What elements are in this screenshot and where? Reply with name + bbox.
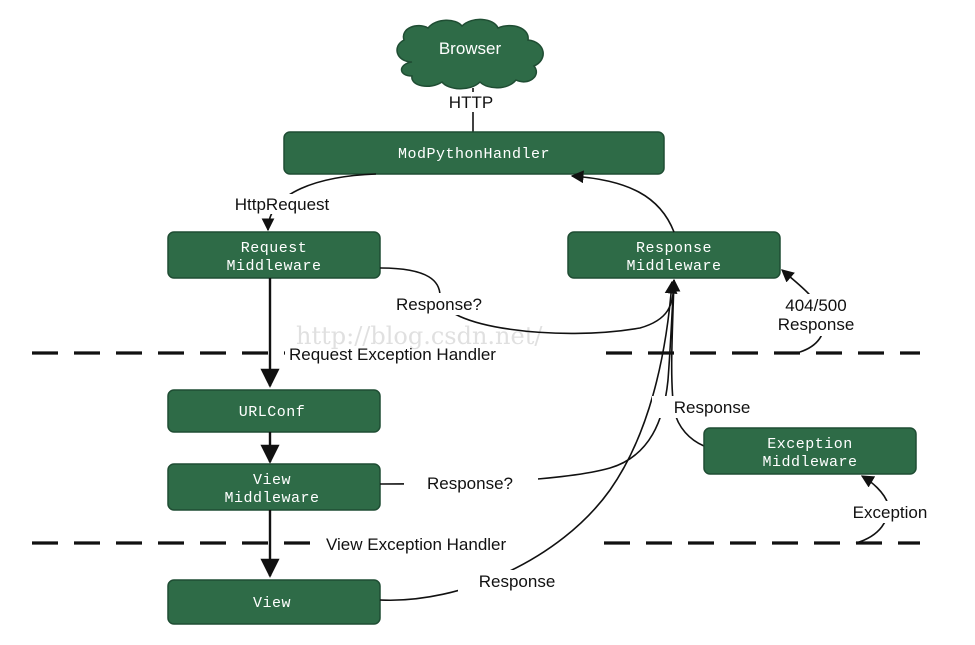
exception-middleware-response-edge bbox=[670, 281, 705, 447]
error-response-label-bg bbox=[758, 294, 876, 336]
error-response-label-line2: Response bbox=[778, 315, 855, 334]
http-label: HTTP bbox=[449, 93, 493, 112]
view-box bbox=[167, 579, 381, 625]
cloud-shape bbox=[396, 18, 544, 90]
modpythonhandler-node: ModPythonHandler bbox=[283, 131, 665, 175]
request-middleware-box bbox=[167, 231, 381, 279]
modpythonhandler-box bbox=[283, 131, 665, 175]
exception-label: Exception bbox=[853, 503, 928, 522]
view-node: View bbox=[167, 579, 381, 625]
response-mid-label: Response bbox=[674, 398, 751, 417]
request-response-shortcut-edge bbox=[379, 267, 681, 335]
response-q2-label-bg bbox=[404, 472, 538, 494]
request-middleware-label-line1: Request bbox=[241, 240, 308, 257]
response-mid-label-bg bbox=[652, 396, 772, 418]
view-exception-handler-label: View Exception Handler bbox=[326, 535, 507, 554]
response-to-handler-edge bbox=[570, 170, 675, 233]
exception-middleware-label-line2: Middleware bbox=[762, 454, 857, 471]
exception-middleware-label-line1: Exception bbox=[767, 436, 853, 453]
browser-label: Browser bbox=[439, 39, 502, 58]
exception-middleware-box bbox=[703, 427, 917, 475]
view-middleware-node: View Middleware bbox=[167, 463, 381, 511]
modpythonhandler-label: ModPythonHandler bbox=[398, 146, 550, 163]
request-middleware-label-line2: Middleware bbox=[226, 258, 321, 275]
view-middleware-label-line1: View bbox=[253, 472, 291, 489]
response-q2-label: Response? bbox=[427, 474, 513, 493]
http-label-bg bbox=[438, 92, 504, 112]
watermark: http://blog.csdn.net/ bbox=[296, 322, 543, 350]
response-view-label: Response bbox=[479, 572, 556, 591]
view-response-edge bbox=[379, 280, 678, 602]
request-exception-handler-label: Request Exception Handler bbox=[289, 345, 496, 364]
view-middleware-label-line2: Middleware bbox=[224, 490, 319, 507]
exception-middleware-node: Exception Middleware bbox=[703, 427, 917, 475]
response-q1-label-bg bbox=[372, 293, 506, 315]
error-response-label-line1: 404/500 bbox=[785, 296, 846, 315]
exception-label-bg bbox=[832, 501, 948, 523]
response-view-label-bg bbox=[458, 570, 576, 592]
browser-node: Browser bbox=[396, 18, 544, 90]
urlconf-node: URLConf bbox=[167, 389, 381, 433]
view-middleware-box bbox=[167, 463, 381, 511]
httprequest-edge bbox=[261, 173, 377, 232]
response-middleware-node: Response Middleware bbox=[567, 231, 781, 279]
response-middleware-label-line2: Middleware bbox=[626, 258, 721, 275]
httprequest-label-bg bbox=[208, 194, 356, 214]
urlconf-box bbox=[167, 389, 381, 433]
view-label: View bbox=[253, 595, 291, 612]
httprequest-label: HttpRequest bbox=[235, 195, 330, 214]
response-middleware-label-line1: Response bbox=[636, 240, 712, 257]
response-q1-label: Response? bbox=[396, 295, 482, 314]
urlconf-label: URLConf bbox=[239, 404, 306, 421]
request-middleware-node: Request Middleware bbox=[167, 231, 381, 279]
